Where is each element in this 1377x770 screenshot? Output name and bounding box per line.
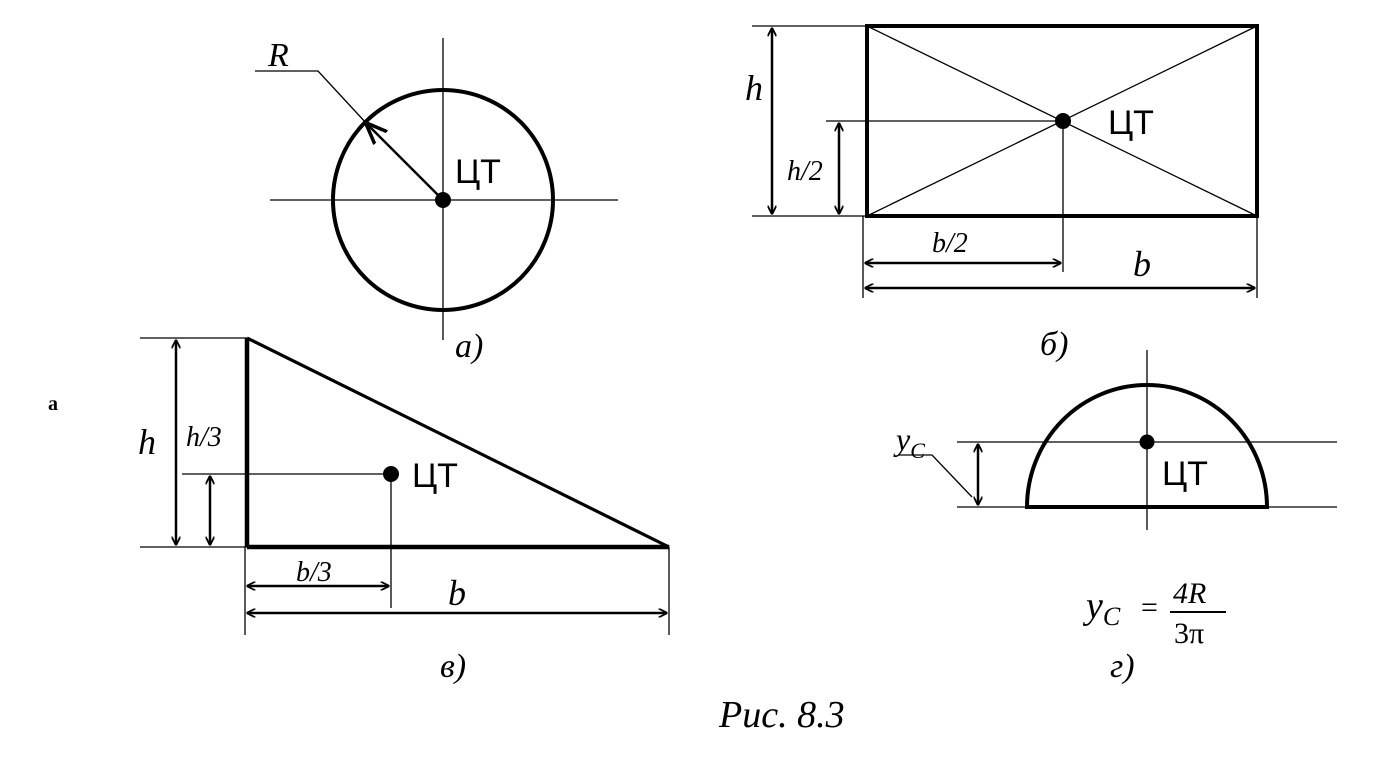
radius-label: R bbox=[267, 37, 289, 74]
panel-triangle: ЦТ h h/3 b/3 b в) bbox=[138, 336, 670, 685]
rect-half-width-label: b/2 bbox=[932, 228, 968, 259]
caption-g: г) bbox=[1110, 648, 1135, 685]
rect-height-label: h bbox=[745, 68, 763, 108]
panel-rectangle: ЦТ h h/2 b/2 b б) bbox=[745, 24, 1259, 363]
semicircle-centroid-label: ЦТ bbox=[1162, 455, 1208, 493]
caption-b: б) bbox=[1040, 326, 1068, 363]
caption-v: в) bbox=[440, 648, 466, 685]
semicircle-outline bbox=[1024, 383, 1270, 509]
panel-circle: R ЦТ а) bbox=[255, 37, 618, 365]
rect-width-label: b bbox=[1133, 244, 1151, 284]
tri-height-label: h bbox=[138, 422, 156, 462]
formula-denominator: 3π bbox=[1174, 617, 1204, 650]
panel-semicircle: ЦТ yC yC = 4R 3π г) bbox=[893, 350, 1337, 685]
formula-lhs-sub: C bbox=[1103, 602, 1121, 631]
tri-third-height-label: h/3 bbox=[186, 422, 222, 453]
stray-mark: a bbox=[48, 393, 58, 415]
yc-leader-line bbox=[898, 454, 973, 498]
tri-width-label: b bbox=[448, 573, 466, 613]
formula-equals: = bbox=[1141, 591, 1158, 624]
circle-outline bbox=[331, 88, 555, 312]
caption-a: а) bbox=[455, 328, 483, 365]
circle-centroid-label: ЦТ bbox=[455, 153, 501, 191]
rectangle-centroid-label: ЦТ bbox=[1108, 104, 1154, 142]
radius-arrow bbox=[367, 124, 444, 201]
tri-third-width-label: b/3 bbox=[296, 557, 332, 588]
semicircle-centroid-dot bbox=[1139, 434, 1155, 450]
figure-caption: Рис. 8.3 bbox=[718, 694, 845, 736]
radius-leader-line bbox=[255, 70, 368, 125]
rect-half-height-label: h/2 bbox=[787, 156, 823, 187]
triangle-centroid-label: ЦТ bbox=[412, 457, 458, 495]
formula-lhs-base: y bbox=[1082, 585, 1103, 627]
triangle-hypotenuse bbox=[246, 336, 670, 549]
yc-label-base: y bbox=[893, 421, 911, 457]
yc-label: yC bbox=[893, 421, 925, 463]
yc-label-sub: C bbox=[910, 438, 925, 463]
formula-numerator: 4R bbox=[1173, 577, 1206, 610]
formula-lhs: yC bbox=[1082, 585, 1121, 631]
